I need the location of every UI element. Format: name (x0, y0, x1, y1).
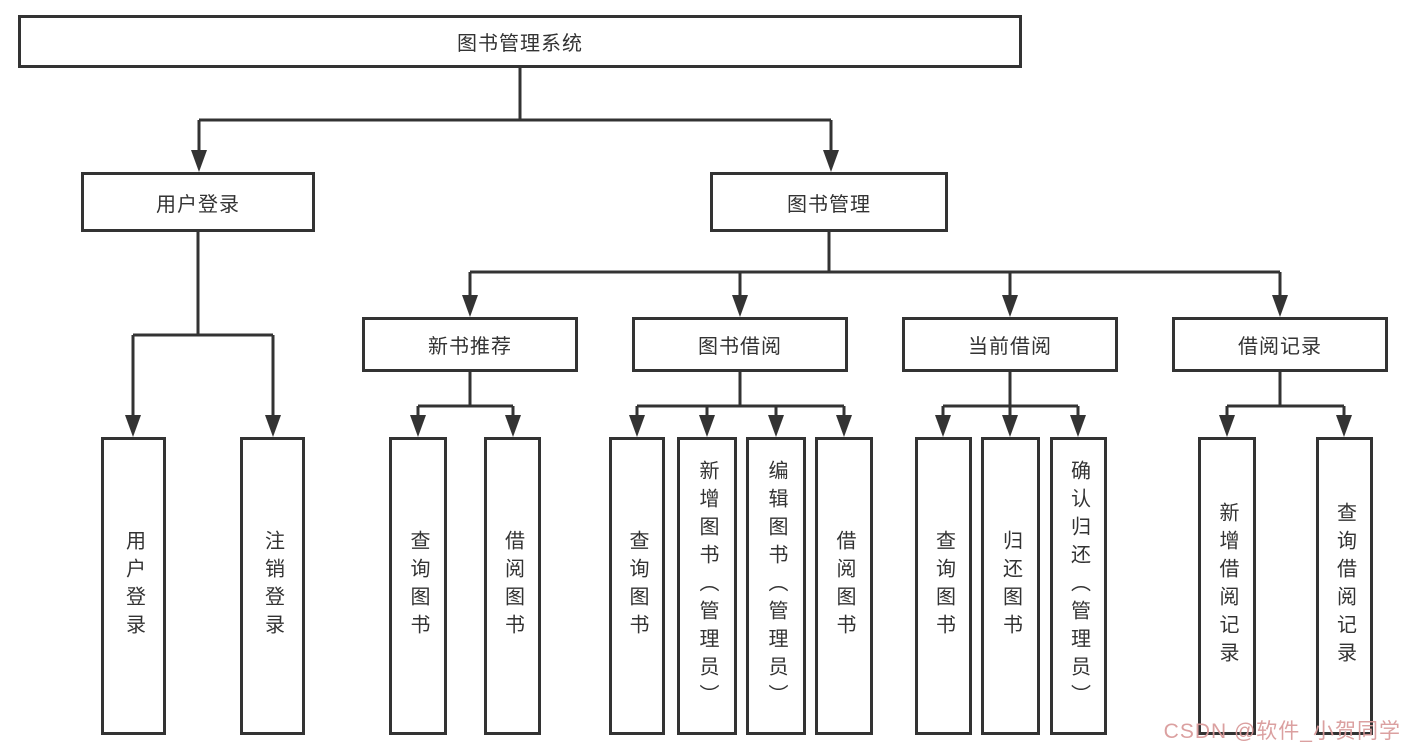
node-current-borrowing: 当前借阅 (902, 317, 1118, 372)
node-label: 查询借阅记录 (1333, 502, 1356, 670)
leaf-query-book-under-borrowing: 查询图书 (609, 437, 665, 735)
node-label: 借阅图书 (501, 530, 524, 642)
leaf-return-book: 归还图书 (981, 437, 1040, 735)
connector-root-to-level2 (197, 68, 833, 152)
leaf-add-book-admin: 新增图书（管理员） (677, 437, 737, 735)
connector-currentborrow-to-leaves (941, 372, 1080, 417)
node-label: 借阅图书 (833, 530, 855, 642)
leaf-query-book-under-recommend: 查询图书 (389, 437, 447, 735)
leaf-confirm-return-admin: 确认归还（管理员） (1050, 437, 1107, 735)
node-system-root: 图书管理系统 (18, 15, 1022, 68)
node-label: 新增图书（管理员） (696, 460, 718, 712)
connector-bookmgmt-to-level3 (468, 232, 1282, 297)
connector-borrowrecords-to-leaves (1225, 372, 1346, 417)
node-label: 新增借阅记录 (1216, 502, 1238, 670)
node-label: 查询图书 (407, 530, 429, 642)
node-label: 用户登录 (122, 530, 145, 642)
leaf-query-borrow-record: 查询借阅记录 (1316, 437, 1373, 735)
node-label: 图书借阅 (698, 336, 782, 358)
node-borrowing-records: 借阅记录 (1172, 317, 1388, 372)
leaf-edit-book-admin: 编辑图书（管理员） (746, 437, 806, 735)
node-label: 图书管理系统 (457, 33, 583, 55)
node-label: 归还图书 (999, 530, 1022, 642)
node-label: 注销登录 (261, 530, 284, 642)
node-label: 编辑图书（管理员） (765, 460, 787, 712)
node-book-borrowing: 图书借阅 (632, 317, 848, 372)
leaf-borrow-book-under-borrowing: 借阅图书 (815, 437, 873, 735)
node-user-login: 用户登录 (81, 172, 315, 232)
arrowheads (125, 150, 1352, 437)
leaf-borrow-book-under-recommend: 借阅图书 (484, 437, 541, 735)
leaf-logout: 注销登录 (240, 437, 305, 735)
connector-userlogin-to-leaves (131, 232, 275, 417)
leaf-user-login: 用户登录 (101, 437, 166, 735)
leaf-add-borrow-record: 新增借阅记录 (1198, 437, 1256, 735)
node-book-management: 图书管理 (710, 172, 948, 232)
node-label: 图书管理 (787, 193, 871, 216)
node-label: 查询图书 (932, 530, 955, 642)
node-label: 确认归还（管理员） (1067, 460, 1090, 712)
node-label: 用户登录 (156, 193, 240, 216)
node-new-book-recommend: 新书推荐 (362, 317, 578, 372)
connector-newbookrec-to-leaves (416, 372, 515, 417)
node-label: 借阅记录 (1238, 336, 1322, 358)
node-label: 当前借阅 (968, 336, 1052, 358)
connector-bookborrow-to-leaves (635, 372, 846, 417)
leaf-query-book-under-current: 查询图书 (915, 437, 972, 735)
node-label: 查询图书 (626, 530, 648, 642)
node-label: 新书推荐 (428, 336, 512, 358)
